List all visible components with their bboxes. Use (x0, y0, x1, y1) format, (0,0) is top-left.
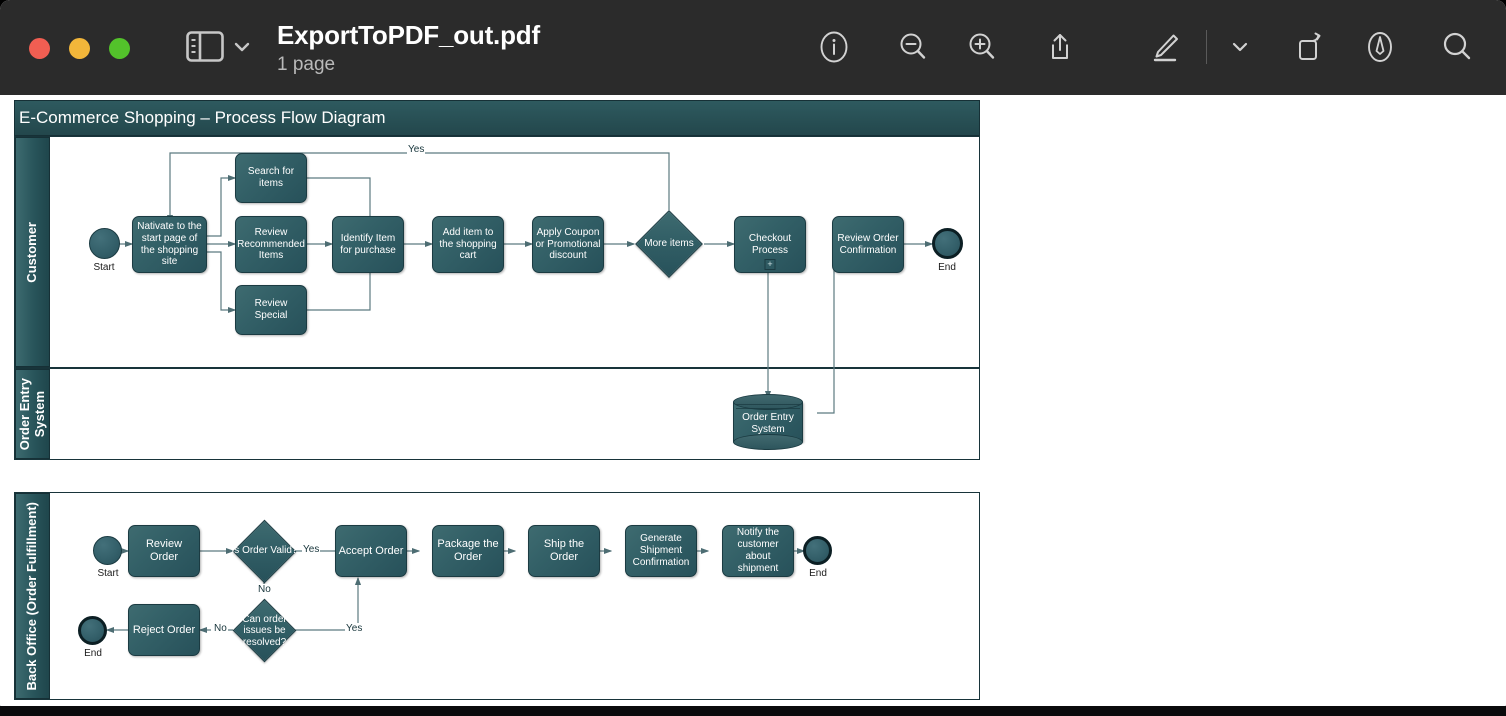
share-icon[interactable] (1042, 29, 1078, 65)
node-notify-customer[interactable]: Notify the customer about shipment (722, 525, 794, 577)
node-review-recommended-items[interactable]: Review Recommended Items (235, 216, 307, 273)
toolbar-divider (1206, 30, 1207, 64)
datastore-rib-1 (736, 404, 800, 405)
edge-label-valid-yes: Yes (302, 544, 321, 555)
node-accept-order[interactable]: Accept Order (335, 525, 407, 577)
node-add-item-cart[interactable]: Add item to the shopping cart (432, 216, 504, 273)
edge-label-resolve-yes: Yes (345, 623, 364, 634)
maximize-window-button[interactable] (109, 38, 130, 59)
diagram-title: E-Commerce Shopping – Process Flow Diagr… (19, 108, 386, 127)
node-end-rejected-label: End (84, 648, 102, 659)
edge-label-valid-no: No (257, 584, 272, 595)
node-package-order[interactable]: Package the Order (432, 525, 504, 577)
node-end-customer-label: End (938, 262, 956, 273)
diagram-title-bar: E-Commerce Shopping – Process Flow Diagr… (14, 100, 980, 136)
node-end-customer[interactable] (932, 228, 963, 259)
node-search-for-items[interactable]: Search for items (235, 153, 307, 203)
sidebar-icon[interactable] (186, 31, 224, 62)
node-end-back-office[interactable] (803, 536, 832, 565)
chevron-down-icon[interactable] (233, 38, 251, 56)
node-review-order-confirmation[interactable]: Review Order Confirmation (832, 216, 904, 273)
node-start-back-office[interactable] (93, 536, 122, 565)
rotate-icon[interactable] (1291, 29, 1327, 65)
window-titlebar: ExportToPDF_out.pdf 1 page (0, 0, 1506, 95)
node-identify-item[interactable]: Identify Item for purchase (332, 216, 404, 273)
edge-label-resolve-no: No (213, 623, 228, 634)
annotate-icon[interactable] (1362, 29, 1398, 65)
node-start-customer[interactable] (89, 228, 120, 259)
markup-pen-icon[interactable] (1147, 29, 1183, 65)
subprocess-marker-icon: + (764, 259, 776, 270)
node-navigate-start-page[interactable]: Nativate to the start page of the shoppi… (132, 216, 207, 273)
info-icon[interactable] (816, 29, 852, 65)
page-title: ExportToPDF_out.pdf (277, 20, 540, 50)
minimize-window-button[interactable] (69, 38, 90, 59)
zoom-out-icon[interactable] (895, 29, 931, 65)
datastore-order-entry-label: Order Entry System (742, 412, 794, 435)
lane-label-back-office: Back Office (Order Fulfillment) (15, 493, 50, 699)
datastore-order-entry-top (733, 394, 803, 410)
lane-order-entry (14, 368, 980, 460)
node-start-back-office-label: Start (97, 568, 119, 579)
pdf-page-canvas[interactable]: E-Commerce Shopping – Process Flow Diagr… (0, 95, 1506, 710)
zoom-in-icon[interactable] (964, 29, 1000, 65)
node-generate-shipment-confirmation[interactable]: Generate Shipment Confirmation (625, 525, 697, 577)
close-window-button[interactable] (29, 38, 50, 59)
process-flow-diagram: E-Commerce Shopping – Process Flow Diagr… (14, 100, 980, 700)
desktop-dock (0, 706, 1506, 716)
node-apply-coupon[interactable]: Apply Coupon or Promotional discount (532, 216, 604, 273)
chevron-down-icon[interactable] (1222, 29, 1258, 65)
lane-customer-text: Customer (24, 221, 40, 283)
page-subtitle: 1 page (277, 54, 336, 75)
node-checkout-process-label: Checkout Process (748, 232, 792, 256)
lane-back-office-text: Back Office (Order Fulfillment) (24, 501, 40, 691)
node-review-special[interactable]: Review Special (235, 285, 307, 335)
node-end-back-office-label: End (809, 568, 827, 579)
search-icon[interactable] (1439, 29, 1475, 65)
node-end-rejected[interactable] (78, 616, 107, 645)
node-ship-order[interactable]: Ship the Order (528, 525, 600, 577)
node-review-order[interactable]: Review Order (128, 525, 200, 577)
node-checkout-process[interactable]: Checkout Process + (734, 216, 806, 273)
datastore-rib-2 (736, 408, 800, 409)
edge-label-yes-loop: Yes (407, 144, 426, 155)
node-reject-order[interactable]: Reject Order (128, 604, 200, 656)
node-start-customer-label: Start (93, 262, 115, 273)
lane-label-customer: Customer (15, 137, 50, 367)
lane-back-office (14, 492, 980, 700)
datastore-order-entry-bottom (733, 434, 803, 450)
